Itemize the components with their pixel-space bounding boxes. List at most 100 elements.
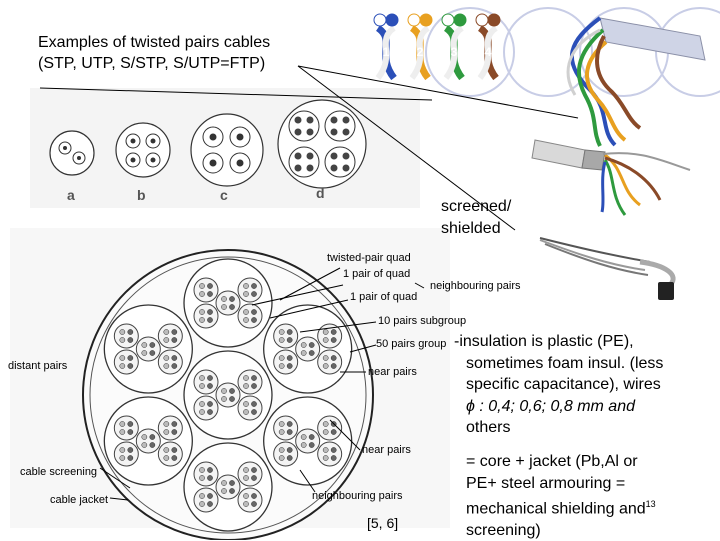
wire bbox=[243, 475, 249, 481]
wire bbox=[171, 329, 178, 335]
wire bbox=[199, 493, 205, 499]
wire bbox=[308, 350, 315, 356]
shielded-line-2: shielded bbox=[441, 219, 501, 237]
wire bbox=[278, 329, 285, 335]
wire bbox=[308, 342, 315, 348]
wire bbox=[199, 309, 205, 315]
wire bbox=[330, 363, 337, 369]
wire bbox=[243, 309, 249, 315]
wire bbox=[251, 283, 257, 289]
wire bbox=[199, 283, 205, 289]
wire bbox=[141, 442, 148, 448]
neighbouring-pairs-label-1: neighbouring pairs bbox=[430, 280, 521, 292]
core-line-3: mechanical shielding and13 bbox=[466, 494, 656, 520]
cross-section-b bbox=[115, 122, 171, 178]
wire bbox=[229, 388, 235, 394]
wire bbox=[322, 429, 329, 435]
label-b: b bbox=[137, 187, 146, 203]
cable-screening-label: cable screening bbox=[20, 466, 98, 478]
insulation-line-1: -insulation is plastic (PE), bbox=[454, 333, 634, 350]
wire bbox=[199, 467, 205, 473]
wire bbox=[199, 375, 205, 381]
wire bbox=[251, 401, 257, 407]
wire bbox=[127, 355, 134, 361]
wire bbox=[243, 467, 249, 473]
wire bbox=[199, 409, 205, 415]
wire bbox=[278, 455, 285, 461]
wire bbox=[171, 337, 178, 343]
wire bbox=[119, 355, 126, 361]
cross-section-a bbox=[49, 130, 95, 176]
wire bbox=[207, 467, 213, 473]
wire bbox=[243, 291, 249, 297]
wire bbox=[163, 329, 170, 335]
insulation-line-4: ϕ : 0,4; 0,6; 0,8 mm and bbox=[466, 397, 635, 415]
pair-number-2: 2 bbox=[417, 45, 424, 59]
insulation-line-3: specific capacitance), wires bbox=[466, 376, 661, 393]
cross-section-c bbox=[190, 113, 264, 187]
wire bbox=[171, 421, 178, 427]
core-notes: = core + jacket (Pb,Al or PE+ steel armo… bbox=[466, 451, 656, 541]
wire bbox=[171, 363, 178, 369]
wire bbox=[163, 363, 170, 369]
wire bbox=[141, 434, 148, 440]
wire bbox=[171, 455, 178, 461]
wire bbox=[221, 304, 227, 310]
wire bbox=[251, 475, 257, 481]
wire bbox=[330, 429, 337, 435]
wire bbox=[207, 375, 213, 381]
wire bbox=[207, 283, 213, 289]
wire bbox=[286, 355, 293, 361]
shielded-cable-photo bbox=[531, 139, 691, 216]
reference-label: [5, 6] bbox=[367, 515, 399, 531]
wire bbox=[322, 363, 329, 369]
pair-wire-white-1 bbox=[375, 25, 396, 80]
wire bbox=[300, 442, 307, 448]
wire bbox=[251, 501, 257, 507]
wire bbox=[149, 350, 156, 356]
wire bbox=[221, 388, 227, 394]
wire bbox=[278, 429, 285, 435]
wire bbox=[251, 309, 257, 315]
core-line-2: PE+ steel armouring = bbox=[466, 474, 626, 492]
label-d: d bbox=[316, 185, 325, 201]
pair-end-dot bbox=[453, 13, 467, 27]
wire bbox=[171, 429, 178, 435]
wire bbox=[300, 350, 307, 356]
wire bbox=[221, 488, 227, 494]
wire bbox=[278, 363, 285, 369]
plug-cable-photo bbox=[539, 237, 676, 300]
wire bbox=[163, 421, 170, 427]
wire bbox=[286, 455, 293, 461]
insulation-line-5: others bbox=[466, 419, 511, 436]
wire bbox=[229, 488, 235, 494]
wire bbox=[251, 291, 257, 297]
wire bbox=[207, 409, 213, 415]
wire bbox=[243, 409, 249, 415]
wire bbox=[278, 421, 285, 427]
page-number: 13 bbox=[645, 499, 656, 509]
wire bbox=[286, 421, 293, 427]
insulation-notes: -insulation is plastic (PE), sometimes f… bbox=[454, 331, 663, 439]
label-a: a bbox=[67, 187, 75, 203]
utp-cable-photo bbox=[566, 16, 706, 147]
wire bbox=[286, 429, 293, 435]
near-pairs-label-2: near pairs bbox=[362, 444, 411, 456]
distant-pairs-label: distant pairs bbox=[8, 360, 68, 372]
pair-end-dot bbox=[487, 13, 501, 27]
wire bbox=[163, 429, 170, 435]
wire bbox=[149, 434, 156, 440]
title-line-2: (STP, UTP, S/STP, S/UTP=FTP) bbox=[38, 55, 266, 72]
wire bbox=[171, 355, 178, 361]
wire bbox=[251, 317, 257, 323]
wire bbox=[251, 409, 257, 415]
slide-title: Examples of twisted pairs cables (STP, U… bbox=[38, 32, 338, 74]
wire bbox=[330, 455, 337, 461]
wire bbox=[286, 363, 293, 369]
wire bbox=[251, 467, 257, 473]
wire bbox=[308, 442, 315, 448]
wire bbox=[119, 421, 126, 427]
